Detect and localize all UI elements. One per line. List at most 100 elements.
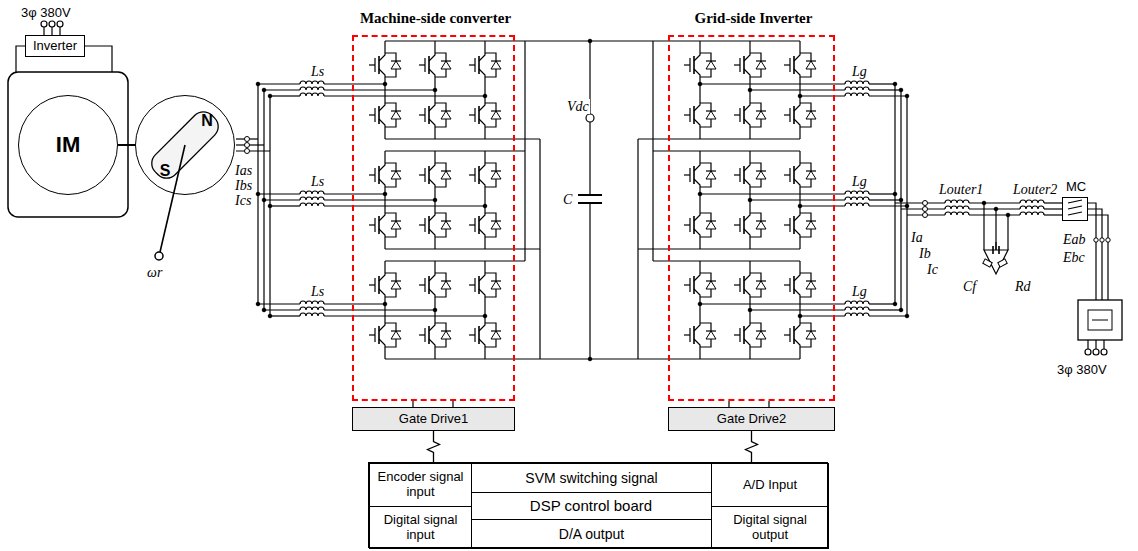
inductor-coil <box>1020 206 1044 209</box>
output-wire <box>1044 202 1062 203</box>
terminal <box>41 21 47 27</box>
text-holder: S <box>154 160 176 182</box>
igbt-gate <box>369 114 375 115</box>
diode-symbol <box>391 171 401 179</box>
phase-wire <box>750 309 845 310</box>
igbt-gate <box>734 114 740 115</box>
igbt-body <box>693 216 695 234</box>
node-text: Gate Drive2 <box>717 412 786 427</box>
junction-dot <box>433 198 437 202</box>
igbt-collector <box>379 273 385 281</box>
dc-rail <box>653 40 800 41</box>
igbt-body <box>793 56 795 74</box>
dc-rail <box>385 150 525 151</box>
contactor-box: MC <box>1062 197 1088 221</box>
diode-bar <box>706 110 716 111</box>
diode-bar <box>391 280 401 281</box>
igbt-body <box>693 56 695 74</box>
igbt-gate <box>419 224 425 225</box>
igbt-emitter <box>694 119 700 127</box>
phase-wire <box>270 205 300 206</box>
terminal-wire <box>1103 340 1104 349</box>
label-holder: Ls <box>310 282 325 300</box>
igbt-collector <box>429 53 435 61</box>
node-text: Inverter <box>33 39 77 54</box>
generator-wire <box>236 150 270 151</box>
terminal <box>1101 349 1107 355</box>
leg-wire <box>434 41 435 53</box>
phase-wire <box>869 89 901 90</box>
diode-symbol <box>806 221 816 229</box>
leg-wire <box>384 151 385 163</box>
text-holder: A/D Input <box>712 464 828 506</box>
leg-wire <box>799 347 800 359</box>
leg-wire <box>434 127 435 139</box>
current-sensor <box>923 213 928 218</box>
phase-wire <box>324 83 385 84</box>
label-holder: Ls <box>310 172 325 190</box>
igbt-collector <box>794 323 800 331</box>
igbt-collector <box>379 323 385 331</box>
node-text: SVM switching signal <box>525 470 657 486</box>
node-text: Digital signal output <box>716 513 824 543</box>
signal-label: Lg <box>851 174 868 189</box>
contact-symbol <box>1068 200 1082 203</box>
igbt-gate <box>419 174 425 175</box>
junction-dot <box>483 94 487 98</box>
igbt-body <box>378 276 380 294</box>
current-sensor <box>245 149 250 154</box>
junction-dot <box>798 204 802 208</box>
inductor-coil <box>845 307 869 310</box>
node-text: D/A output <box>559 526 624 542</box>
diode-bar <box>756 330 766 331</box>
leg-wire <box>699 187 700 213</box>
diode-symbol <box>491 221 501 229</box>
igbt-body <box>428 216 430 234</box>
signal-label: Ibs <box>234 178 253 193</box>
motor-supply-wire <box>16 46 25 72</box>
label-holder: Louter1 <box>938 180 984 198</box>
diode-bar <box>756 280 766 281</box>
diode-bar <box>756 170 766 171</box>
igbt-collector <box>694 53 700 61</box>
diode-symbol <box>391 111 401 119</box>
text-holder: Digital signal output <box>712 507 828 548</box>
junction-dot <box>483 204 487 208</box>
diode-bar <box>706 170 716 171</box>
text-holder: DSP control board <box>471 492 711 520</box>
signal-label: Rd <box>1014 279 1032 294</box>
igbt-gate <box>689 218 690 232</box>
dc-rail <box>638 358 800 359</box>
leg-wire <box>749 237 750 249</box>
board-cell: D/A output <box>471 519 712 549</box>
igbt-body <box>428 326 430 344</box>
current-sensor <box>923 207 928 212</box>
phase-wire <box>324 89 435 90</box>
phase-wire <box>324 205 485 206</box>
phase-wire <box>270 315 300 316</box>
igbt-gate <box>374 58 375 72</box>
diode-symbol <box>706 61 716 69</box>
phase-wire <box>800 205 845 206</box>
inductor-coil <box>300 313 324 316</box>
board-cell: A/D Input <box>711 463 829 507</box>
diode-symbol <box>491 111 501 119</box>
label-holder: 3φ 380V <box>1056 360 1108 378</box>
inductor-coil <box>845 87 869 90</box>
leg-wire <box>384 237 385 249</box>
igbt-body <box>693 326 695 344</box>
diode-bar <box>491 220 501 221</box>
grid-panel-meter <box>1088 310 1112 330</box>
igbt-emitter <box>694 69 700 77</box>
text-holder: Gate Drive2 <box>669 408 834 430</box>
inductor-coil <box>945 206 969 209</box>
leg-wire <box>749 261 750 273</box>
igbt-gate <box>784 284 790 285</box>
igbt-collector <box>429 273 435 281</box>
phase-wire <box>264 89 300 90</box>
board-cell: Digital signal input <box>369 506 472 549</box>
leg-wire <box>384 127 385 139</box>
junction-dot <box>698 192 702 196</box>
capacitor-plate <box>992 246 994 254</box>
grid-wire <box>1088 203 1096 300</box>
